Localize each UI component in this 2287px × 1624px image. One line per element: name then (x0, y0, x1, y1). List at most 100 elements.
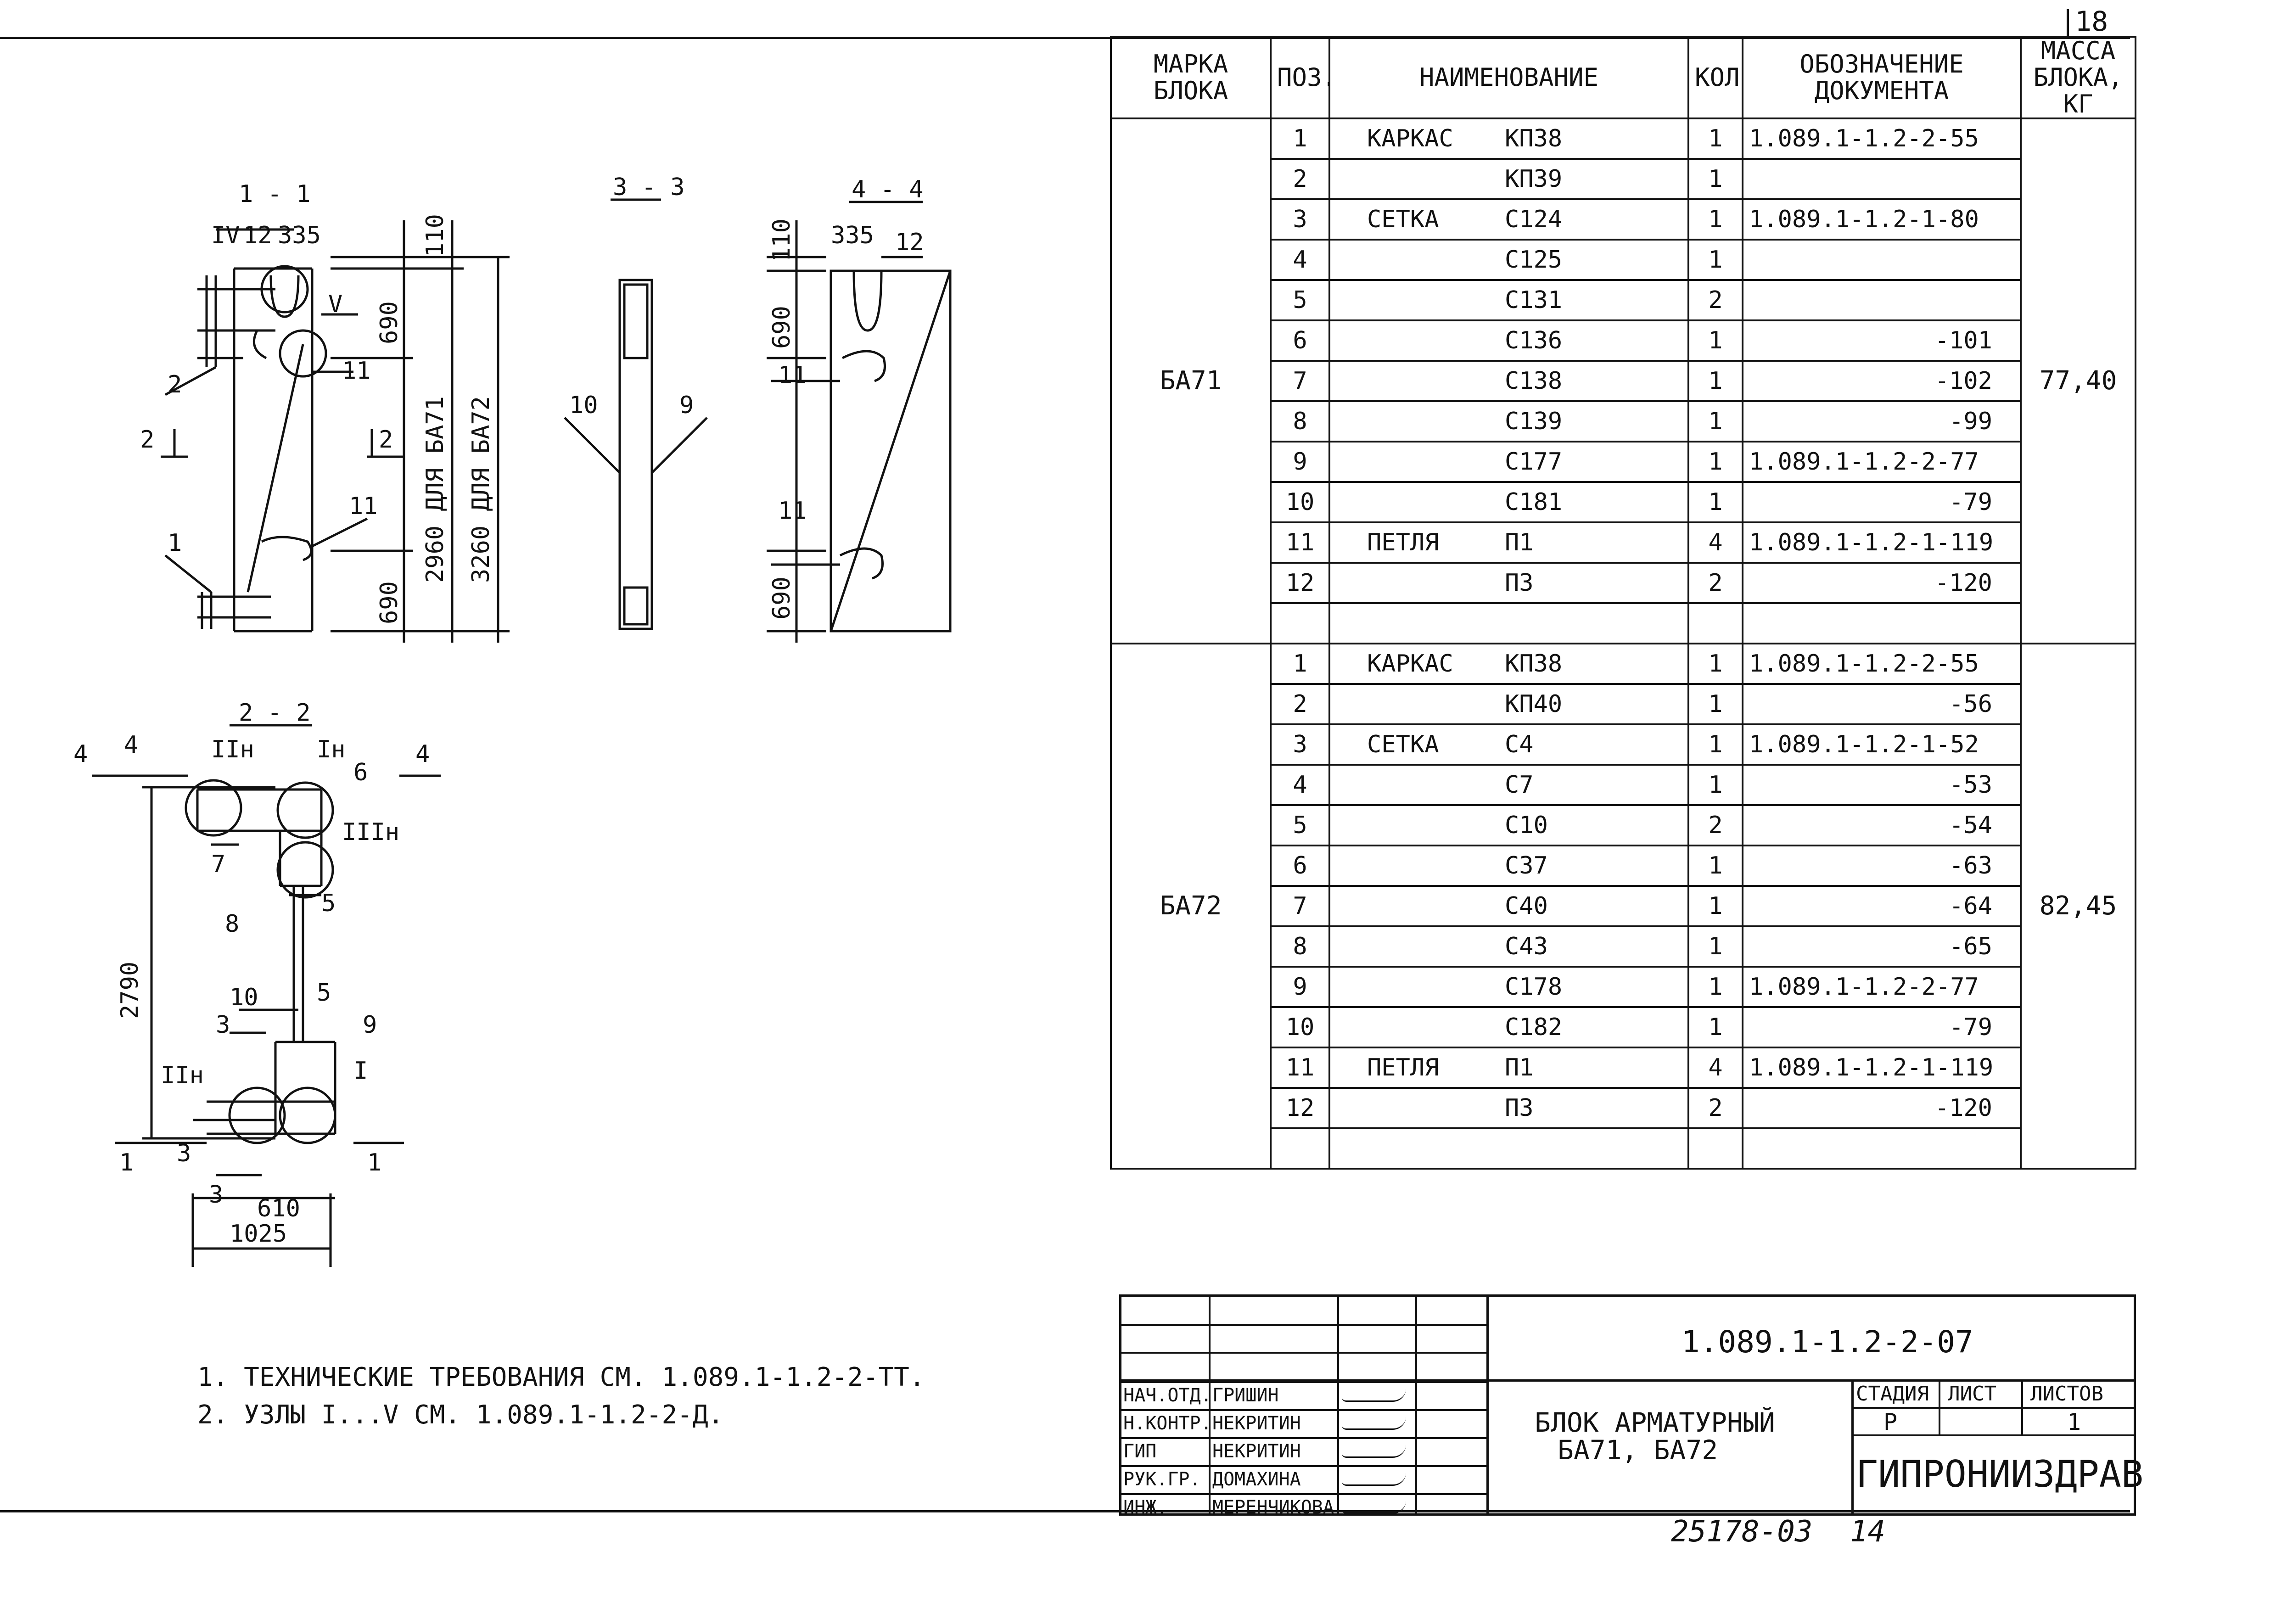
quantity-cell: 1 (1687, 1006, 1743, 1048)
staff-role: РУК.ГР. (1123, 1469, 1201, 1490)
quantity-cell: 2 (1687, 804, 1743, 846)
section-3-title: 3 - 3 (613, 174, 685, 201)
sheet-label: ЛИСТ (1948, 1382, 1996, 1406)
sec2-cut-4-left: 4 (73, 740, 88, 768)
name-cell: С43 (1328, 925, 1689, 968)
item-type: КАРКАС (1367, 650, 1453, 678)
sec1-label-iv: IV (211, 222, 240, 249)
document-cell: -65 (1742, 925, 2022, 968)
sec2-dim-2790: 2790 (116, 962, 144, 1019)
name-cell: КП39 (1328, 158, 1689, 200)
sec4-dim-690-bottom: 690 (768, 577, 796, 620)
sec3-label-10: 10 (569, 392, 598, 419)
table-row-empty (1111, 1127, 2136, 1170)
position-cell: 5 (1270, 279, 1330, 321)
item-mark: С131 (1505, 286, 1563, 314)
position-cell: 1 (1270, 118, 1330, 160)
staff-row: РУК.ГР.ДОМАХИНА (1121, 1465, 1486, 1493)
note-2: 2. УЗЛЫ I...V СМ. 1.089.1-1.2-2-Д. (197, 1400, 724, 1430)
empty-cell (1742, 1127, 2022, 1170)
document-cell: 1.089.1-1.2-2-55 (1742, 118, 2022, 160)
sec1-cut-2-left: 2 (140, 426, 154, 454)
staff-row: НАЧ.ОТД.ГРИШИН (1121, 1381, 1486, 1409)
sheets-value: 1 (2067, 1409, 2081, 1435)
empty-cell (1687, 1127, 1743, 1170)
document-cell (1742, 279, 2022, 321)
header-doc: ОБОЗНАЧЕНИЕ ДОКУМЕНТА (1742, 36, 2022, 119)
position-cell: 8 (1270, 925, 1330, 968)
item-mark: С10 (1505, 812, 1548, 839)
sec2-cut-4-right: 4 (415, 740, 430, 768)
document-cell: -79 (1742, 481, 2022, 523)
name-cell: СЕТКА С4 (1328, 723, 1689, 766)
position-cell: 10 (1270, 481, 1330, 523)
item-type: ПЕТЛЯ (1367, 529, 1439, 556)
quantity-cell: 1 (1687, 925, 1743, 968)
quantity-cell: 2 (1687, 279, 1743, 321)
quantity-cell: 4 (1687, 521, 1743, 564)
signature-icon (1342, 1389, 1406, 1402)
document-cell: -64 (1742, 885, 2022, 927)
item-mark: П1 (1505, 1054, 1534, 1081)
staff-name: МЕРЕНЧИКОВА (1212, 1497, 1334, 1518)
sec2-label-in-top: Iн (317, 736, 346, 763)
position-cell: 12 (1270, 562, 1330, 604)
item-type: ПЕТЛЯ (1367, 1054, 1439, 1081)
stage-grid (1851, 1379, 1854, 1513)
title-divider (1486, 1379, 2134, 1382)
sec2-label-iiin: IIIн (342, 818, 399, 846)
position-cell: 6 (1270, 319, 1330, 362)
item-mark: П3 (1505, 569, 1534, 597)
item-mark: С125 (1505, 246, 1563, 274)
item-mark: С7 (1505, 771, 1534, 799)
position-cell: 2 (1270, 158, 1330, 200)
sheet-top-border (0, 37, 2130, 39)
notes: 1. ТЕХНИЧЕСКИЕ ТРЕБОВАНИЯ СМ. 1.089.1-1.… (197, 1359, 925, 1434)
document-cell: -99 (1742, 400, 2022, 442)
sheet-number-frame (2067, 9, 2069, 37)
empty-cell (1328, 1127, 1689, 1170)
title-block-grid (1121, 1297, 1489, 1513)
block-title-1: БЛОК АРМАТУРНЫЙ (1535, 1407, 1775, 1438)
sec4-label-11b: 11 (778, 497, 807, 525)
document-cell (1742, 158, 2022, 200)
position-cell: 9 (1270, 441, 1330, 483)
item-mark: С4 (1505, 731, 1534, 758)
staff-name: НЕКРИТИН (1212, 1413, 1301, 1434)
position-cell: 11 (1270, 1047, 1330, 1089)
document-cell: 1.089.1-1.2-2-55 (1742, 643, 2022, 685)
position-cell: 9 (1270, 966, 1330, 1008)
document-cell: -53 (1742, 764, 2022, 806)
staff-name: НЕКРИТИН (1212, 1441, 1301, 1462)
sheet-bottom-border (0, 1510, 2130, 1512)
section-4-title: 4 - 4 (852, 176, 924, 203)
document-cell: -63 (1742, 845, 2022, 887)
sec4-dim-690-top: 690 (768, 306, 796, 349)
document-cell: 1.089.1-1.2-1-80 (1742, 198, 2022, 241)
organization: ГИПРОНИИЗДРАВ (1856, 1453, 2144, 1495)
position-cell: 2 (1270, 683, 1330, 725)
position-cell: 12 (1270, 1087, 1330, 1129)
name-cell: С181 (1328, 481, 1689, 523)
quantity-cell: 1 (1687, 319, 1743, 362)
name-cell: С125 (1328, 239, 1689, 281)
position-cell: 3 (1270, 198, 1330, 241)
quantity-cell: 1 (1687, 885, 1743, 927)
item-mark: С43 (1505, 933, 1548, 960)
position-cell: 1 (1270, 643, 1330, 685)
item-type: СЕТКА (1367, 731, 1439, 758)
block-mark: БА72 (1110, 643, 1272, 1170)
sec4-label-335: 335 (831, 222, 874, 249)
sec1-dim-110: 110 (421, 214, 449, 257)
sec2-label-i-bottom: I (353, 1057, 368, 1085)
document-cell: -120 (1742, 1087, 2022, 1129)
quantity-cell: 1 (1687, 966, 1743, 1008)
